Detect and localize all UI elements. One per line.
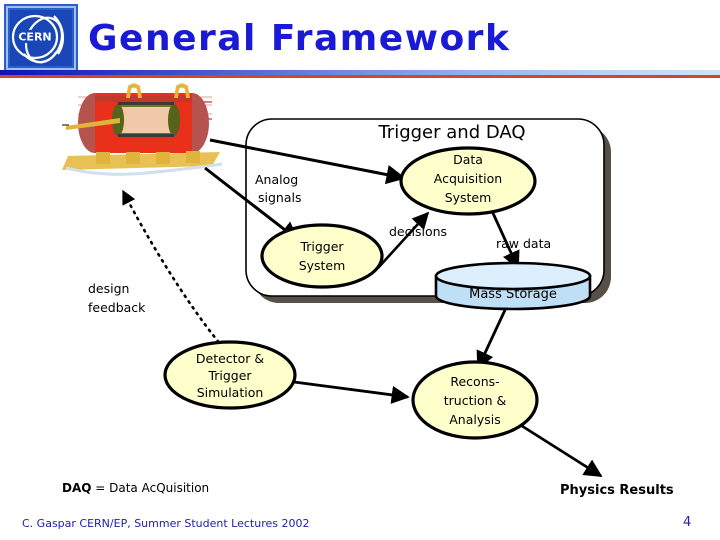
svg-text:design: design <box>88 281 129 296</box>
svg-text:Analog: Analog <box>255 172 298 187</box>
node-data-acquisition-system[interactable]: Data Acquisition System <box>399 146 537 216</box>
cern-logo-text: CERN <box>18 31 51 44</box>
node-simulation-shape[interactable] <box>163 340 297 410</box>
edge-label-raw-data: raw data <box>496 236 551 251</box>
framework-diagram: Trigger and DAQ Analog signals Data Acqu… <box>0 78 720 540</box>
daq-legend-acronym: DAQ <box>62 481 92 495</box>
edge-detector-to-trigger <box>204 166 300 242</box>
svg-text:Detector &: Detector & <box>196 351 264 366</box>
svg-text:truction &: truction & <box>444 393 507 408</box>
svg-text:Data: Data <box>453 152 483 167</box>
node-daq-shape[interactable] <box>399 146 537 216</box>
svg-text:signals: signals <box>258 190 302 205</box>
page-number: 4 <box>683 515 692 530</box>
svg-text:System: System <box>299 258 346 273</box>
cern-logo: CERN <box>4 4 78 72</box>
node-reconstruction-analysis[interactable]: Recons- truction & Analysis <box>411 360 539 440</box>
group-box-title: Trigger and DAQ <box>377 122 525 143</box>
svg-text:Trigger: Trigger <box>207 368 252 383</box>
node-trigger-shape[interactable] <box>260 223 384 289</box>
svg-text:Simulation: Simulation <box>197 385 264 400</box>
edge-daq-to-mass-storage <box>490 210 520 270</box>
daq-legend: DAQ = Data AcQuisition <box>62 481 209 495</box>
svg-text:Acquisition: Acquisition <box>434 171 502 186</box>
svg-text:Recons-: Recons- <box>450 374 499 389</box>
node-mass-storage-top[interactable] <box>434 261 592 291</box>
node-trigger-system[interactable]: Trigger System <box>260 223 384 289</box>
svg-text:feedback: feedback <box>88 300 146 315</box>
edge-reconstruction-to-physics-results <box>521 424 603 478</box>
daq-legend-expansion: = Data AcQuisition <box>91 481 210 495</box>
edge-simulation-to-reconstruction <box>293 380 410 404</box>
physics-results-label: Physics Results <box>560 483 674 498</box>
node-reconstruction-shape[interactable] <box>411 360 539 440</box>
page-title: General Framework <box>88 18 511 59</box>
svg-text:Analysis: Analysis <box>449 412 501 427</box>
svg-text:Mass Storage: Mass Storage <box>469 287 557 302</box>
footer-credit: C. Gaspar CERN/EP, Summer Student Lectur… <box>22 517 310 530</box>
edge-label-decisions: decisions <box>389 224 447 239</box>
header-divider <box>0 70 720 78</box>
edge-mass-storage-to-reconstruction <box>476 309 507 370</box>
svg-text:System: System <box>445 190 492 205</box>
node-detector-trigger-simulation[interactable]: Detector & Trigger Simulation <box>163 340 297 410</box>
svg-text:Trigger: Trigger <box>299 239 344 254</box>
edge-label-analog-signals: Analog signals <box>255 172 302 205</box>
divider-gradient-bar <box>0 70 720 75</box>
edge-label-design-feedback: design feedback <box>88 281 146 315</box>
node-mass-storage[interactable]: Mass Storage <box>434 261 592 311</box>
edge-detector-to-daq <box>209 138 406 185</box>
detector-cutaway-image <box>62 83 223 176</box>
edge-trigger-to-daq <box>377 211 430 269</box>
divider-red-bar <box>0 75 720 78</box>
